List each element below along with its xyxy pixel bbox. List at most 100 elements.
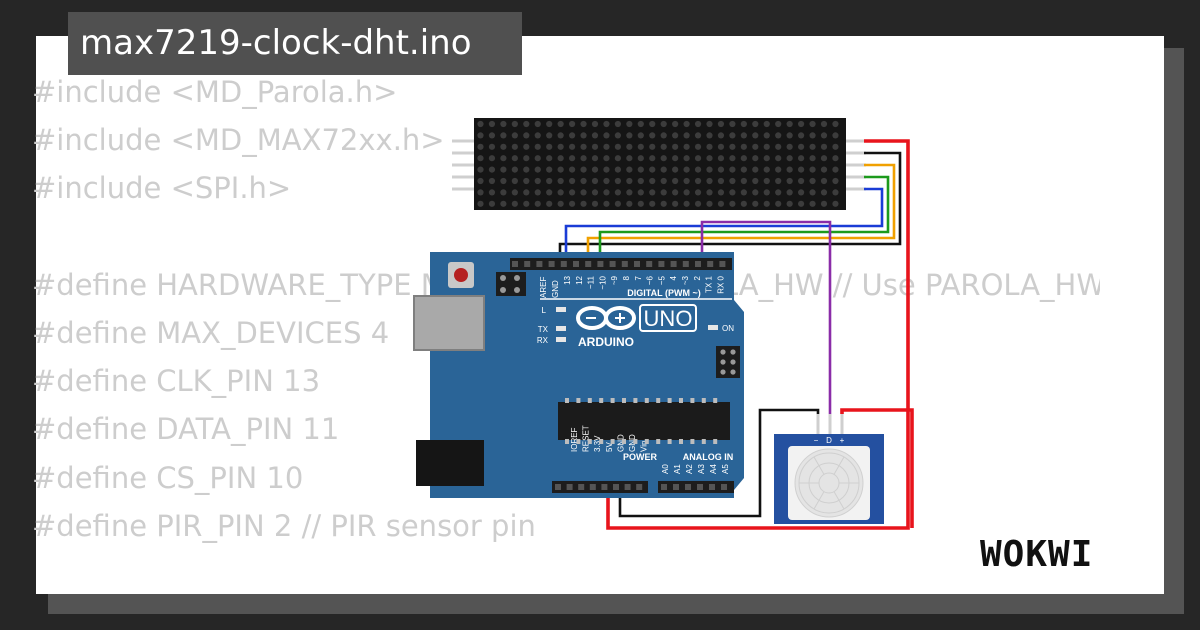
icsp-pin [720,349,726,355]
pin-label: TX 1 [705,275,714,292]
led-dot [809,120,816,128]
arduino-uno-board[interactable]: UNO ARDUINO DIGITAL (PWM ~) L TX RX ON A… [413,252,744,498]
led-dot [683,166,690,173]
project-title[interactable]: max7219-clock-dht.ino [68,12,522,75]
wire-red [606,139,910,530]
led-dot [603,120,610,128]
led-dot [820,155,828,162]
led-dot [683,143,690,150]
header-pins [500,261,736,490]
pin-label: 4 [669,275,678,280]
analog-label: ANALOG IN [683,452,734,462]
led-dot [557,166,564,173]
led-dot [706,200,713,207]
pir-sensor[interactable]: − D + [774,414,884,524]
led-dot [729,189,736,196]
led-dot [603,155,610,162]
header-pin [524,261,531,267]
led-dot [683,177,690,185]
icsp-header-right [716,346,740,378]
led-dot [694,189,702,196]
led-dot [729,155,736,162]
led-dot [740,200,747,207]
pin-label: A3 [697,464,706,474]
chip-leg [622,439,626,444]
header-pin [578,484,585,490]
chip-leg [667,439,672,444]
led-dot [752,177,759,185]
led-dot [557,200,564,207]
led-dot [717,166,725,173]
wire-orange [586,163,896,256]
pin-label: 3.3V [593,435,602,452]
led-dot [729,200,736,207]
wokwi-logo[interactable]: WOKWI [978,530,1148,574]
led-dot [500,200,507,207]
pin-label: A1 [673,464,682,474]
led-dot [672,177,679,185]
led-dot [694,143,702,150]
led-dot [832,166,839,173]
led-dot [637,200,644,207]
pin-label: A0 [661,464,670,474]
icsp-pin [514,287,520,293]
led-dot [569,143,576,150]
led-dot [500,132,507,139]
chip-leg [610,439,615,444]
led-dot [672,143,679,150]
led-dot [820,120,828,128]
led-dot [740,120,747,128]
led-dot [740,189,747,196]
led-dot [672,120,679,128]
led-dot [672,132,679,139]
led-dot [809,200,816,207]
header-pin [621,261,628,267]
pin-label: 2 [693,275,702,280]
led-dot [752,200,759,207]
header-pin [609,261,616,267]
digital-label: DIGITAL (PWM ~) [627,288,700,298]
wire-red-pir [840,408,914,528]
led-dot [488,155,496,162]
led-dot [523,166,530,173]
uno-badge [639,304,697,332]
chip-leg [599,398,604,403]
led-dot [488,143,496,150]
led-dot [569,155,576,162]
led-dot [786,143,793,150]
led-dot [763,120,770,128]
icsp-pin [500,275,506,281]
led-dot [534,155,541,162]
wire-black-gnd [618,408,820,518]
led-dot [763,189,770,196]
led-dot [809,143,816,150]
led-dot [477,143,484,150]
led-dot [798,200,805,207]
pin-label: ~11 [587,275,596,289]
led-dot [672,200,679,207]
led-dot [740,166,747,173]
pin-label: ~10 [598,275,607,289]
led-dot [637,120,644,128]
led-matrix[interactable] [452,118,866,210]
pir-label-d: D [826,436,832,445]
power-jack [416,440,484,486]
led-dot [477,177,484,185]
led-dot [546,166,553,173]
led-dot [546,132,553,139]
pin-label: A2 [685,464,694,474]
icsp-pin [720,369,726,375]
chip-leg [633,398,638,403]
led-rx [556,337,566,342]
led-dot [717,132,725,139]
header-pin [597,261,604,267]
code-line: #define DATA_PIN 11 [32,412,340,447]
header-pin [589,484,596,490]
pin-label: RESET [582,425,591,452]
led-dot [488,177,496,185]
led-dot [511,132,518,139]
led-dot [740,143,747,150]
led-dot [752,155,759,162]
led-dot [660,143,667,150]
